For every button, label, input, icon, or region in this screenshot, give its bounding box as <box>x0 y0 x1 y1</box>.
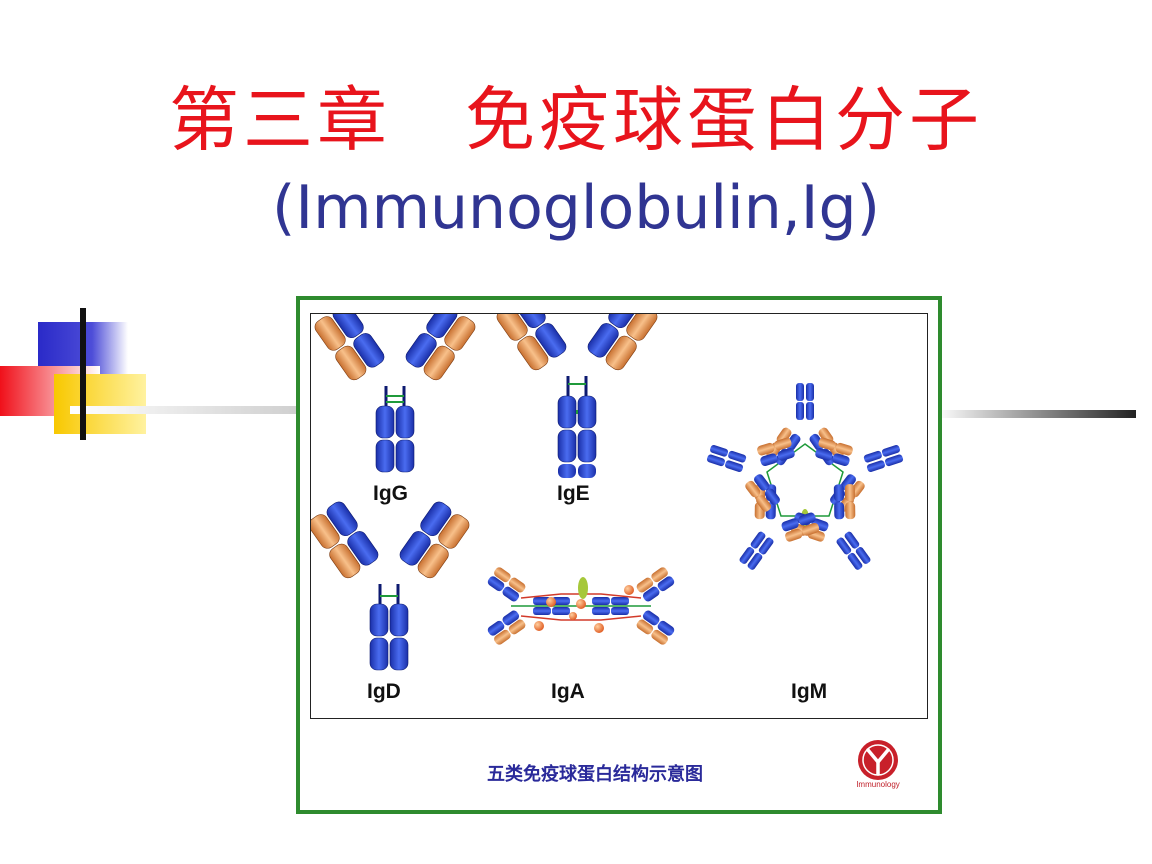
antibody-diagram-panel: IgG IgE IgD IgA IgM <box>310 313 928 719</box>
logo-text: Immunology <box>856 780 900 789</box>
immunology-logo-icon <box>858 740 898 780</box>
igm-structure <box>696 383 914 590</box>
label-igg: IgG <box>373 482 408 505</box>
label-igm: IgM <box>791 680 828 703</box>
immunoglobulin-figure: IgG IgE IgD IgA IgM 五类免疫球蛋白结构示意图 Immunol… <box>296 296 942 814</box>
label-igd: IgD <box>367 680 401 703</box>
igd-structure <box>311 497 474 672</box>
deco-vertical-bar <box>80 308 86 440</box>
ige-structure <box>492 314 662 478</box>
iga-structure <box>486 565 676 647</box>
antibody-structures <box>311 314 914 672</box>
deco-line-left <box>70 406 300 414</box>
label-ige: IgE <box>557 482 590 505</box>
label-iga: IgA <box>551 680 585 703</box>
slide-title-english: (Immunoglobulin,Ig) <box>272 173 880 243</box>
deco-line-right <box>936 410 1136 418</box>
deco-yellow-square <box>54 374 146 434</box>
igg-structure <box>311 314 480 474</box>
slide-title-chinese: 第三章 免疫球蛋白分子 <box>169 79 983 161</box>
figure-caption: 五类免疫球蛋白结构示意图 <box>487 764 703 785</box>
